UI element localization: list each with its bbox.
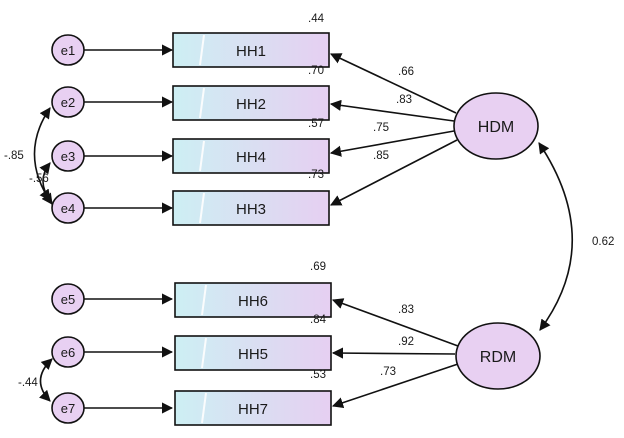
- error-label: e5: [61, 292, 75, 307]
- loading-path-hh7: [331, 363, 459, 409]
- error-label: e6: [61, 345, 75, 360]
- indicator-label: HH4: [236, 149, 266, 166]
- error-label: e3: [61, 149, 75, 164]
- loading-hh3: .85: [373, 150, 389, 162]
- error-label: e1: [61, 43, 75, 58]
- error-node-e3: e3: [51, 140, 85, 172]
- indicator-box-hh5: HH5: [174, 335, 332, 371]
- loading-hh5: .92: [398, 336, 414, 348]
- loading-path-hh3: [330, 139, 458, 206]
- latent-covariance-label: 0.62: [592, 236, 614, 248]
- loading-path-hh4: [329, 130, 455, 157]
- r-squared-hh4: .57: [308, 118, 324, 130]
- indicator-box-hh1: HH1: [172, 32, 330, 68]
- error-node-e4: e4: [51, 192, 85, 224]
- loading-hh7: .73: [380, 366, 396, 378]
- error-covariance-e2-e4: [33, 107, 53, 205]
- r-squared-hh6: .69: [310, 261, 326, 273]
- r-squared-hh7: .53: [310, 369, 326, 381]
- error-covariance-label-e3-e4: -.56: [29, 173, 49, 185]
- loading-path-hh2: [329, 99, 455, 122]
- r-squared-hh3: .73: [308, 169, 324, 181]
- error-covariance-e3-e4: [39, 162, 51, 201]
- loading-hh6: .83: [398, 304, 414, 316]
- r-squared-hh2: .70: [308, 65, 324, 77]
- latent-node-rdm: RDM: [455, 322, 541, 390]
- indicator-label: HH2: [236, 96, 266, 113]
- latent-label: HDM: [478, 119, 514, 136]
- indicator-label: HH6: [238, 293, 268, 310]
- indicator-label: HH3: [236, 201, 266, 218]
- r-squared-hh5: .84: [310, 314, 327, 326]
- error-label: e2: [61, 95, 75, 110]
- indicator-box-hh3: HH3: [172, 190, 330, 226]
- error-node-e7: e7: [51, 392, 85, 424]
- error-covariance-label-e2-e4: -.85: [4, 150, 24, 162]
- indicator-label: HH1: [236, 43, 266, 60]
- r-squared-hh1: .44: [308, 13, 325, 25]
- error-node-e2: e2: [51, 86, 85, 118]
- loading-hh2: .83: [396, 94, 412, 106]
- error-node-e1: e1: [51, 34, 85, 66]
- loading-path-hh1: [329, 53, 457, 114]
- loading-path-hh6: [331, 298, 459, 347]
- indicator-box-hh7: HH7: [174, 390, 332, 426]
- latent-label: RDM: [480, 349, 516, 366]
- indicator-label: HH5: [238, 346, 268, 363]
- error-covariance-e6-e7: [38, 358, 53, 402]
- indicator-box-hh2: HH2: [172, 85, 330, 121]
- indicator-label: HH7: [238, 401, 268, 418]
- error-node-e5: e5: [51, 283, 85, 315]
- error-covariance-label-e6-e7: -.44: [18, 377, 38, 389]
- loading-path-hh5: [331, 347, 456, 359]
- error-label: e4: [61, 201, 75, 216]
- error-node-e6: e6: [51, 336, 85, 368]
- error-label: e7: [61, 401, 75, 416]
- loading-hh1: .66: [398, 66, 414, 78]
- latent-node-hdm: HDM: [453, 92, 539, 160]
- indicator-box-hh4: HH4: [172, 138, 330, 174]
- loading-hh4: .75: [373, 122, 389, 134]
- indicator-box-hh6: HH6: [174, 282, 332, 318]
- latent-covariance-arrow: [538, 142, 573, 331]
